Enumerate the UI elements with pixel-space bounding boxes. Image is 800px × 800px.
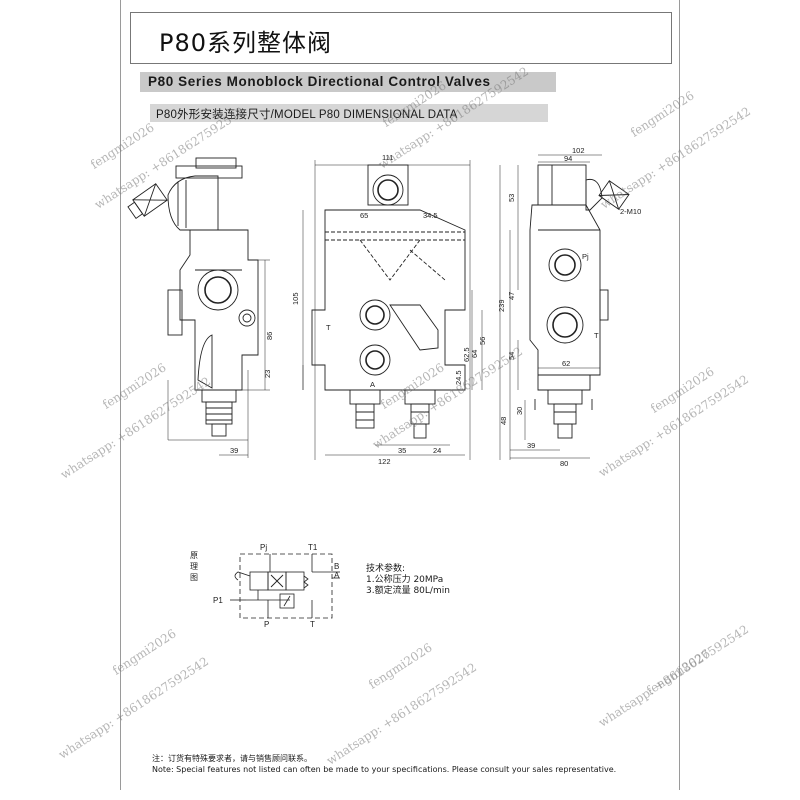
dim-label: 56 xyxy=(478,337,487,345)
footer-note: 注：订货有特殊要求者，请与销售顾问联系。 Note: Special featu… xyxy=(152,753,616,775)
port-label: P1 xyxy=(213,596,223,605)
schematic-label: 理 xyxy=(190,562,198,571)
dim-label: 48 xyxy=(499,417,508,425)
port-label: A xyxy=(334,571,340,580)
dim-label: 64 xyxy=(470,350,479,358)
dim-label: 39 xyxy=(230,446,238,455)
dimensional-drawing: 86 23 39 xyxy=(127,146,641,468)
dim-label: 102 xyxy=(572,146,585,155)
dim-label: 24 xyxy=(433,446,441,455)
thread-label: 2-M10 xyxy=(620,207,641,216)
dim-label: 23 xyxy=(263,370,272,378)
section-banner: P80 Series Monoblock Directional Control… xyxy=(140,72,556,92)
dim-label: 24.5 xyxy=(454,370,463,385)
dim-label: 30 xyxy=(515,407,524,415)
dim-label: 94 xyxy=(564,154,572,163)
footer-note-cn: 注：订货有特殊要求者，请与销售顾问联系。 xyxy=(152,754,312,763)
dim-label: 53 xyxy=(507,194,516,202)
front-view xyxy=(302,160,483,460)
port-label: T xyxy=(310,620,315,629)
port-label: T xyxy=(326,323,331,332)
schematic-label: 图 xyxy=(190,573,198,582)
subsection-title: P80外形安装连接尺寸/MODEL P80 DIMENSIONAL DATA xyxy=(156,109,458,121)
parameter-item: 3.额定流量 80L/min xyxy=(366,586,450,596)
dim-label: 65 xyxy=(360,211,368,220)
dim-label: 105 xyxy=(291,292,300,305)
left-side-view xyxy=(127,157,270,458)
dim-label: 47 xyxy=(507,292,516,300)
port-label: A xyxy=(370,380,375,389)
dim-label: 122 xyxy=(378,457,391,466)
section-title: P80 Series Monoblock Directional Control… xyxy=(148,74,491,89)
parameter-item: 1.公称压力 20MPa xyxy=(366,575,444,585)
dim-label: 39 xyxy=(527,441,535,450)
dim-label: 239 xyxy=(497,299,506,312)
solenoid-connector-icon xyxy=(127,183,168,219)
dim-label: 54 xyxy=(507,352,516,360)
hydraulic-schematic: 原 理 图 Pj T1 B A P1 P T xyxy=(190,543,340,629)
footer-note-en: Note: Special features not listed can of… xyxy=(152,765,617,774)
dim-label: 111 xyxy=(382,153,393,162)
document-sheet xyxy=(120,0,680,790)
title-box: P80系列整体阀 xyxy=(130,12,672,64)
right-side-view xyxy=(499,154,630,460)
dim-label: 62 xyxy=(562,359,570,368)
port-label: B xyxy=(334,562,339,571)
parameters-heading: 技术参数: xyxy=(366,564,406,574)
port-label: Pj xyxy=(260,543,267,552)
port-label: T xyxy=(594,331,599,340)
technical-parameters: 技术参数: 1.公称压力 20MPa 3.额定流量 80L/min xyxy=(366,564,450,597)
port-label: P xyxy=(264,620,269,629)
solenoid-connector-icon xyxy=(598,180,630,210)
dim-label: 80 xyxy=(560,459,568,468)
dim-label: 86 xyxy=(265,332,274,340)
dim-label: 34.5 xyxy=(423,211,438,220)
schematic-label: 原 xyxy=(190,551,198,560)
page-title: P80系列整体阀 xyxy=(159,29,333,57)
dim-label: 35 xyxy=(398,446,406,455)
dim-label: 62.5 xyxy=(462,347,471,362)
port-label: Pj xyxy=(582,252,589,261)
port-label: T1 xyxy=(308,543,318,552)
subsection-banner: P80外形安装连接尺寸/MODEL P80 DIMENSIONAL DATA xyxy=(150,104,548,122)
